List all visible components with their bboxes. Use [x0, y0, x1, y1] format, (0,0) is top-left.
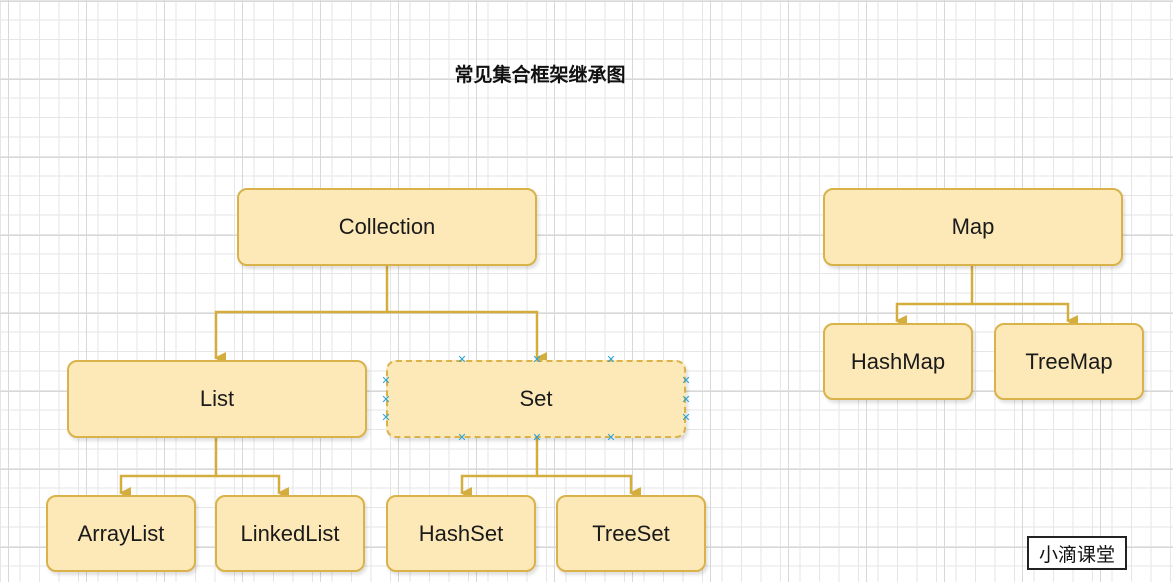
node-arraylist[interactable]: ArrayList	[46, 495, 196, 572]
resize-handle-bottom-center[interactable]: ✕	[532, 431, 542, 444]
resize-handle-bottom-right[interactable]: ✕	[606, 431, 616, 444]
edge-collection-list	[214, 266, 389, 364]
resize-handle-left-middle[interactable]: ✕	[381, 393, 391, 406]
edge-collection-set	[387, 310, 547, 364]
resize-handle-left-bottom[interactable]: ✕	[381, 411, 391, 424]
resize-handle-bottom-left[interactable]: ✕	[457, 431, 467, 444]
edge-map-treemap	[972, 302, 1078, 327]
resize-handle-top-left[interactable]: ✕	[457, 353, 467, 366]
resize-handle-left-top[interactable]: ✕	[381, 374, 391, 387]
edge-set-hashset	[460, 438, 539, 499]
node-hashset[interactable]: HashSet	[386, 495, 536, 572]
resize-handle-top-right[interactable]: ✕	[606, 353, 616, 366]
node-treeset[interactable]: TreeSet	[556, 495, 706, 572]
diagram-title: 常见集合框架继承图	[454, 64, 626, 86]
node-list[interactable]: List	[67, 360, 367, 438]
resize-handle-right-middle[interactable]: ✕	[681, 393, 691, 406]
node-treemap[interactable]: TreeMap	[994, 323, 1144, 400]
edge-set-treeset	[537, 474, 641, 499]
resize-handle-right-top[interactable]: ✕	[681, 374, 691, 387]
node-hashmap[interactable]: HashMap	[823, 323, 973, 400]
watermark-logo: 小滴课堂	[1027, 536, 1127, 570]
edge-list-arraylist	[119, 438, 218, 499]
resize-handle-right-bottom[interactable]: ✕	[681, 411, 691, 424]
edge-list-linkedlist	[216, 474, 289, 499]
node-set[interactable]: Set	[386, 360, 686, 438]
edge-map-hashmap	[895, 266, 974, 327]
resize-handle-top-center[interactable]: ✕	[532, 353, 542, 366]
node-map[interactable]: Map	[823, 188, 1123, 266]
node-collection[interactable]: Collection	[237, 188, 537, 266]
node-linkedlist[interactable]: LinkedList	[215, 495, 365, 572]
